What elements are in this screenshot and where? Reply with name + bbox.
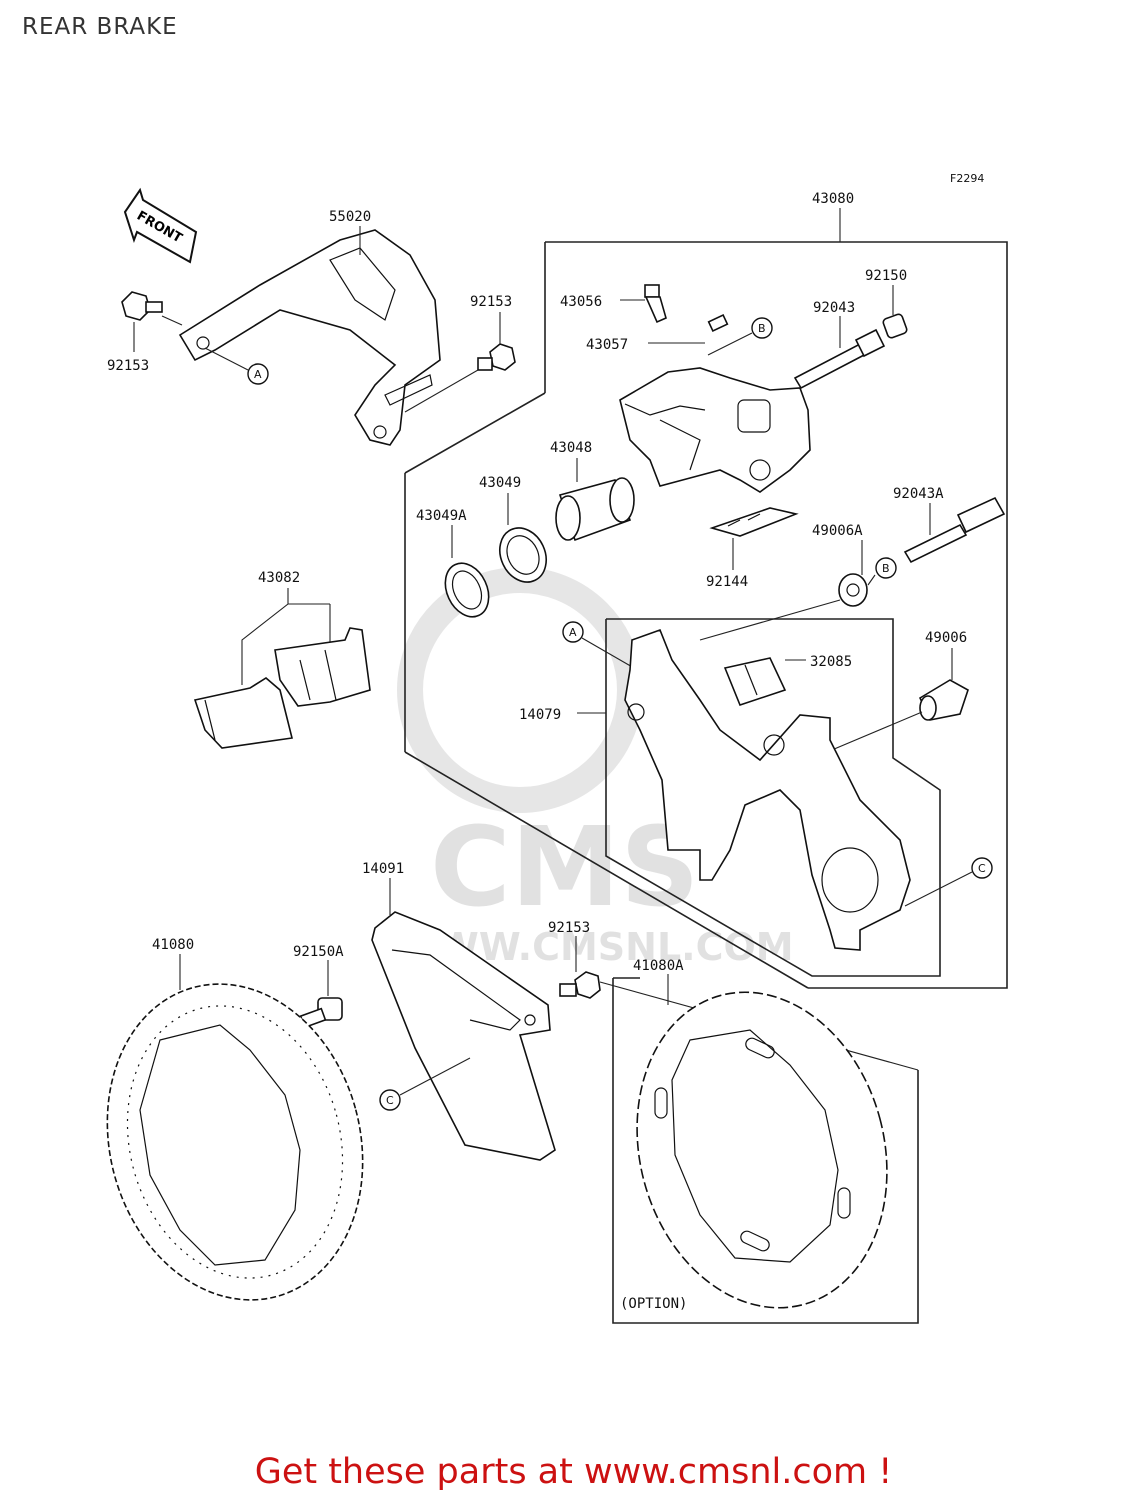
bleed-valve-43056 <box>644 284 667 324</box>
label-49006a: 49006A <box>812 523 863 539</box>
label-41080a: 41080A <box>633 958 684 974</box>
label-43049: 43049 <box>479 475 521 491</box>
brake-pad-front <box>193 677 293 749</box>
label-43048: 43048 <box>550 440 592 456</box>
watermark-logo: CMS <box>430 803 699 931</box>
label-92043a: 92043A <box>893 486 944 502</box>
brake-disc-41080a <box>636 991 888 1309</box>
ref-c-guard: C <box>386 1094 394 1107</box>
watermark: CMS WWW.CMSNL.COM <box>395 567 794 969</box>
bolt-92153-middle <box>477 343 516 371</box>
brake-pad-rear <box>274 627 371 707</box>
boot-49006a <box>838 573 868 607</box>
boot-49006 <box>918 679 969 721</box>
label-43082: 43082 <box>258 570 300 586</box>
bolt-92153-left <box>121 291 163 321</box>
label-92153-middle: 92153 <box>470 294 512 310</box>
front-arrow-icon: FRONT <box>123 187 198 264</box>
figure-code: F2294 <box>950 172 984 185</box>
label-43056: 43056 <box>560 294 602 310</box>
label-92150a: 92150A <box>293 944 344 960</box>
label-43080: 43080 <box>812 191 854 207</box>
ref-b-lower: B <box>882 562 890 575</box>
pin-92043 <box>793 328 886 390</box>
bolt-92153-lower <box>559 971 601 999</box>
caliper-guard-55020 <box>178 229 441 446</box>
piston-43048 <box>555 477 635 542</box>
brake-disc-41080 <box>106 983 364 1301</box>
label-43049a: 43049A <box>416 508 467 524</box>
caliper-body <box>619 367 811 493</box>
plug-92150 <box>882 313 908 339</box>
label-49006: 49006 <box>925 630 967 646</box>
footer-link[interactable]: www.cmsnl.com <box>583 1452 868 1492</box>
ref-a-guard: A <box>254 368 262 381</box>
label-92153-lower: 92153 <box>548 920 590 936</box>
footer-suffix: ! <box>867 1452 893 1492</box>
option-label: (OPTION) <box>620 1296 687 1312</box>
label-43057: 43057 <box>586 337 628 353</box>
seal-43049 <box>499 527 547 583</box>
cap-43057 <box>707 314 729 332</box>
pin-92043a <box>903 496 1006 564</box>
label-92043: 92043 <box>813 300 855 316</box>
label-41080: 41080 <box>152 937 194 953</box>
ref-b-upper: B <box>758 322 766 335</box>
label-32085: 32085 <box>810 654 852 670</box>
ref-c-bracket: C <box>978 862 986 875</box>
label-14079: 14079 <box>519 707 561 723</box>
seal-43049a <box>444 562 490 618</box>
footer-prefix: Get these parts at <box>254 1452 584 1492</box>
spring-92144 <box>709 507 799 537</box>
disc-guard-14091 <box>371 911 556 1161</box>
ref-a-bracket: A <box>569 626 577 639</box>
caliper-bracket-14079 <box>624 628 911 951</box>
footer-banner: Get these parts at www.cmsnl.com ! <box>0 1452 1147 1492</box>
page-title: REAR BRAKE <box>22 14 178 40</box>
label-92153-left: 92153 <box>107 358 149 374</box>
label-92144: 92144 <box>706 574 748 590</box>
label-55020: 55020 <box>329 209 371 225</box>
pad-spring-32085 <box>723 657 787 706</box>
label-92150: 92150 <box>865 268 907 284</box>
label-14091: 14091 <box>362 861 404 877</box>
